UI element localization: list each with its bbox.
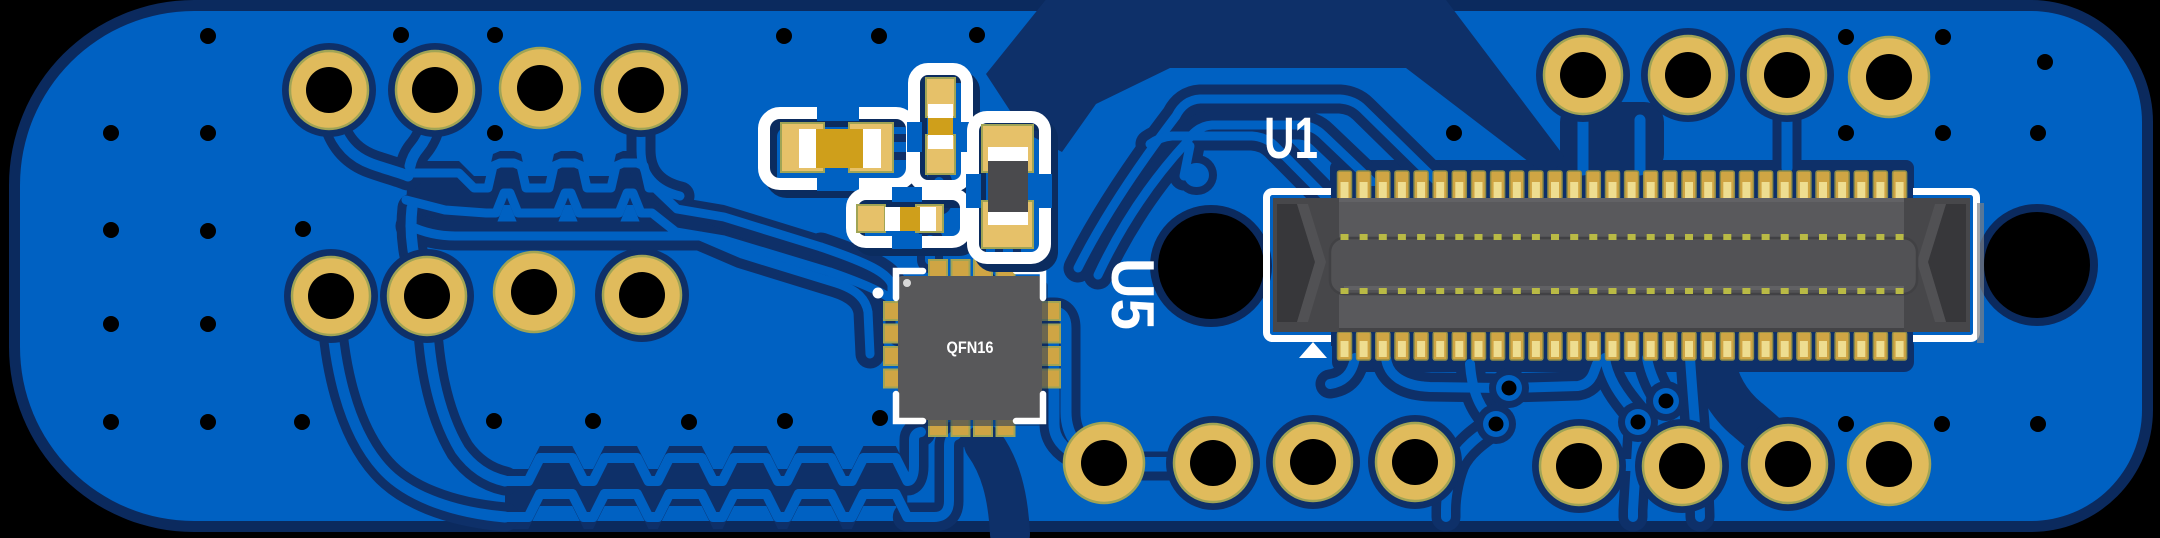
svg-text:QFN16: QFN16 (947, 338, 994, 357)
svg-text:U1: U1 (1264, 106, 1318, 171)
svg-text:U5: U5 (1099, 258, 1166, 330)
